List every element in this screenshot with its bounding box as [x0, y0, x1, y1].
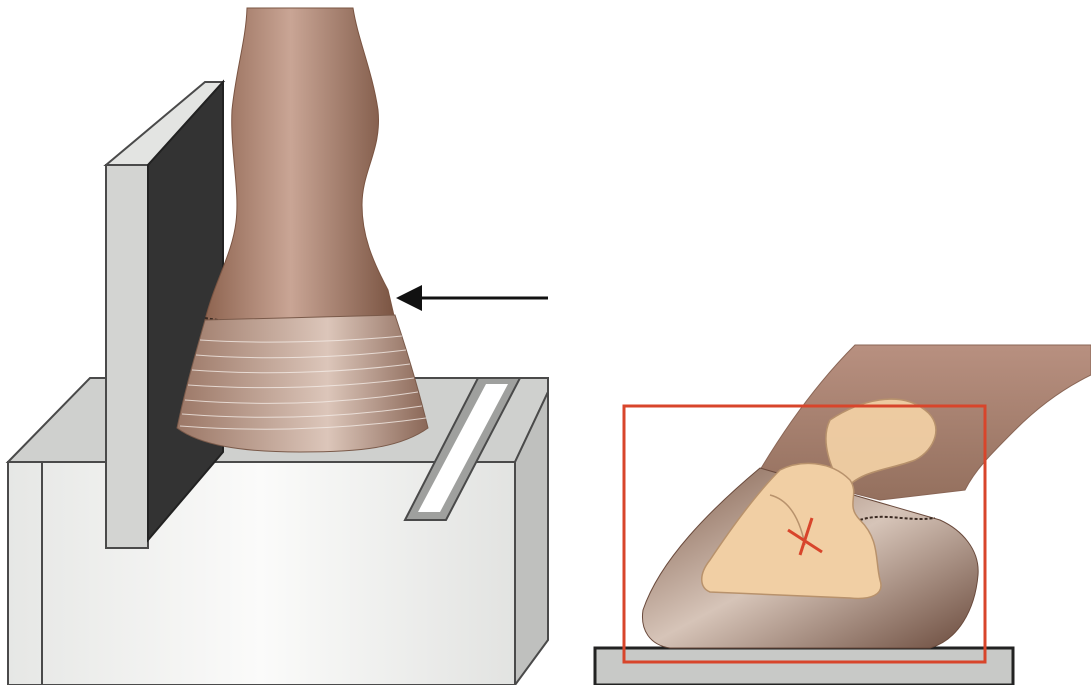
side-view-hoof — [595, 345, 1091, 685]
arrow-left-icon — [396, 285, 548, 311]
front-leg — [205, 8, 395, 320]
cassette-front-frame — [106, 165, 148, 548]
front-hoof-wall — [177, 315, 428, 452]
ground-plate — [595, 648, 1013, 685]
